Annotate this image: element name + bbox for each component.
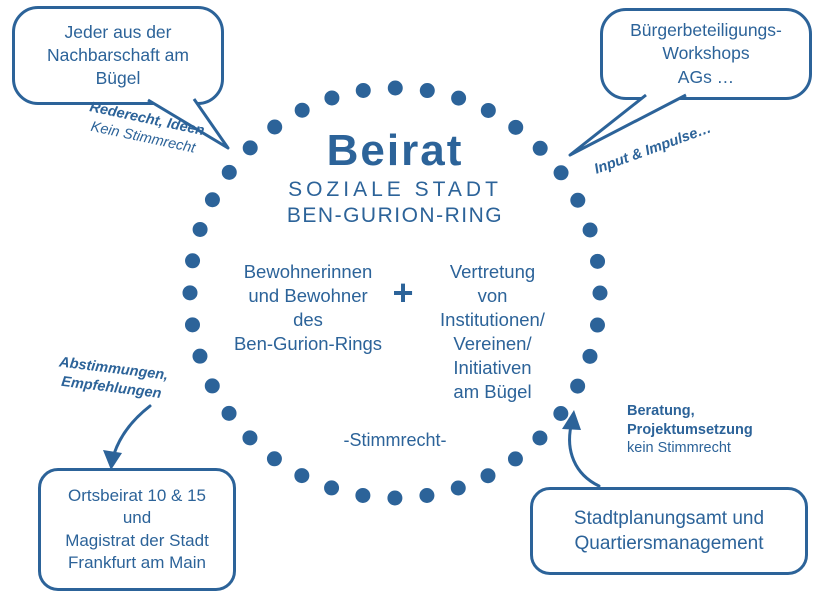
voting-right-note: -Stimmrecht-	[343, 430, 447, 450]
annotation-top-right-bold: Input & Impulse…	[592, 120, 714, 178]
circle-subtitle-line2: BEN-GURION-RING	[286, 204, 504, 227]
bubble-workshops: Bürgerbeteiligungs- Workshops AGs …	[600, 8, 812, 100]
box-stadtplanungsamt: Stadtplanungsamt und Quartiersmanagement	[530, 487, 808, 575]
box-ortsbeirat-text: Ortsbeirat 10 & 15 und Magistrat der Sta…	[65, 485, 209, 572]
annotation-bottom-right-bold: Beratung, Projektumsetzung	[627, 403, 753, 438]
annotation-bottom-left: Abstimmungen, Empfehlungen	[58, 354, 170, 402]
circle-title: Beirat	[326, 126, 464, 175]
circle-subtitle-line1: SOZIALE STADT	[288, 178, 502, 201]
annotation-top-left: Rederecht, Ideen Kein Stimmrecht	[73, 96, 218, 161]
box-stadtplanungsamt-text: Stadtplanungsamt und Quartiersmanagement	[573, 507, 765, 554]
annotation-bottom-right: Beratung, Projektumsetzung kein Stimmrec…	[627, 402, 787, 458]
plus-sign: +	[392, 272, 414, 313]
annotation-bottom-right-rest: kein Stimmrecht	[627, 440, 731, 457]
arrowhead-bottom-right-icon	[562, 410, 581, 430]
arrowhead-bottom-left-icon	[103, 450, 122, 470]
box-ortsbeirat: Ortsbeirat 10 & 15 und Magistrat der Sta…	[38, 468, 236, 591]
members-institutions-text: Vertretung von Institutionen/ Vereinen/ …	[440, 261, 545, 402]
annotation-top-right: Input & Impulse…	[579, 115, 726, 184]
bubble-workshops-text: Bürgerbeteiligungs- Workshops AGs …	[630, 20, 782, 87]
curved-arrow-bottom-right-icon	[568, 424, 601, 488]
curved-arrow-bottom-left-icon	[112, 404, 152, 456]
bubble-neighborhood: Jeder aus der Nachbarschaft am Bügel	[12, 6, 224, 105]
members-residents-text: Bewohnerinnen und Bewohner des Ben-Gurio…	[233, 261, 383, 354]
bubble-neighborhood-text: Jeder aus der Nachbarschaft am Bügel	[46, 21, 189, 89]
